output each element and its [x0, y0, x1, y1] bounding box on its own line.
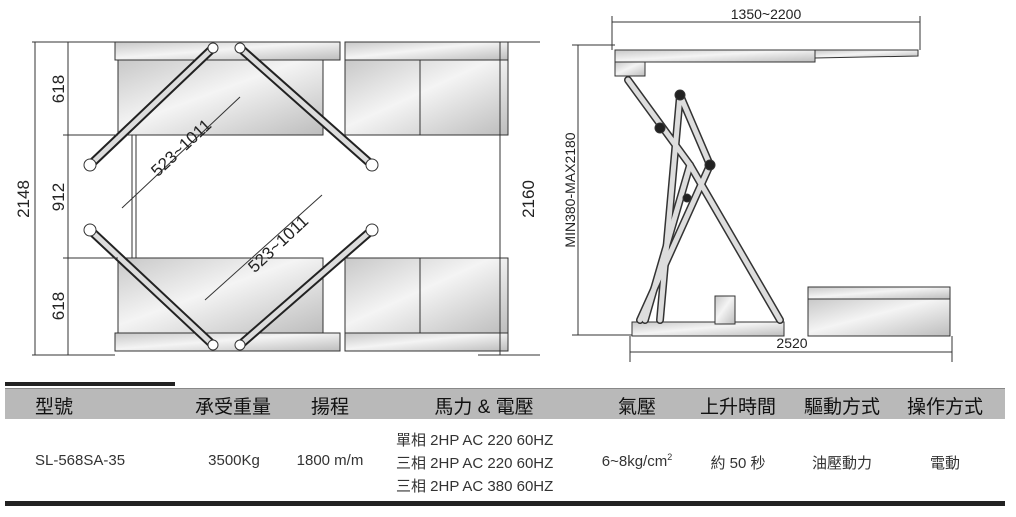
header-air-pressure: 氣壓: [617, 397, 657, 418]
cell-capacity: 3500Kg: [208, 452, 260, 469]
dim-total-length-right: 2160: [519, 180, 538, 218]
header-power: 馬力 & 電壓: [434, 397, 534, 418]
dim-base-length: 2520: [776, 335, 807, 351]
header-operation: 操作方式: [906, 397, 984, 418]
header-capacity: 承受重量: [194, 397, 272, 418]
cell-drive: 油壓動力: [811, 455, 873, 472]
header-lift-height: 揚程: [310, 397, 350, 418]
cell-lift-height: 1800 m/m: [296, 452, 364, 469]
dim-gap: 912: [49, 183, 68, 211]
cell-lift-time: 約 50 秒: [710, 455, 766, 472]
table-header-band: [5, 388, 1005, 419]
table-top-rule: [5, 382, 175, 386]
table-bottom-rule: [5, 501, 1005, 506]
cell-model: SL-568SA-35: [35, 452, 126, 469]
header-drive: 驅動方式: [803, 397, 881, 418]
dim-platform-width-bottom: 618: [49, 292, 68, 320]
header-model: 型號: [35, 397, 74, 418]
cell-power-2: 三相 2HP AC 220 60HZ: [396, 455, 554, 472]
technical-drawing: 2148 618 912 618 523~1011 523~1011 2160: [14, 6, 953, 362]
dim-extended-length: 1350~2200: [731, 6, 802, 22]
dim-height-range: MIN380-MAX2180: [562, 132, 578, 247]
plan-view: [32, 41, 540, 356]
air-pressure-superscript: 2: [667, 452, 673, 462]
cell-operation: 電動: [929, 455, 961, 472]
dim-platform-width-top: 618: [49, 75, 68, 103]
air-pressure-value: 6~8kg/cm: [601, 453, 668, 470]
side-view-dimensions: 1350~2200 MIN380-MAX2180 2520: [562, 6, 808, 351]
cell-air-pressure: 6~8kg/cm2: [602, 452, 672, 470]
header-lift-time: 上升時間: [699, 397, 777, 418]
side-view: [572, 16, 953, 362]
cell-power-1: 單相 2HP AC 220 60HZ: [396, 432, 554, 449]
dim-overall-length: 2148: [14, 180, 33, 218]
cell-power-3: 三相 2HP AC 380 60HZ: [396, 478, 554, 495]
